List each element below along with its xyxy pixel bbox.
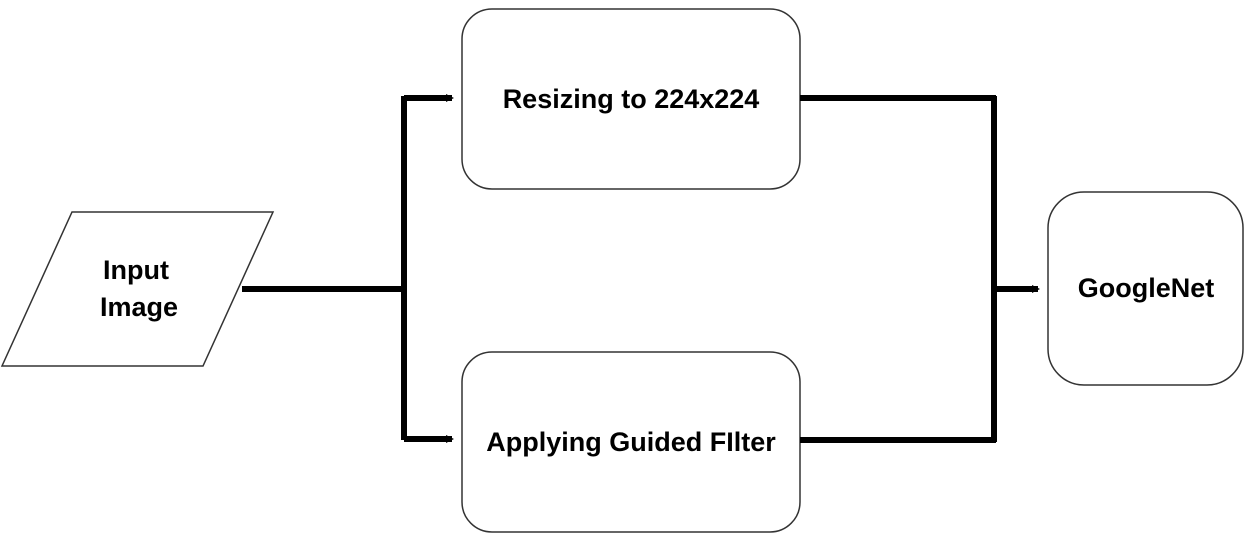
resize-node: Resizing to 224x224 <box>461 8 801 190</box>
googlenet-box <box>1047 191 1244 386</box>
googlenet-node: GoogleNet <box>1047 191 1244 386</box>
input-image-label-line1: Input <box>103 255 169 285</box>
connectors <box>242 94 1040 443</box>
input-image-node: Input Image <box>0 211 275 367</box>
input-image-shape <box>0 211 275 367</box>
input-image-label-line2: Image <box>100 292 178 322</box>
googlenet-label: GoogleNet <box>1078 273 1215 303</box>
guided-filter-node: Applying Guided FIlter <box>461 351 801 533</box>
resize-label: Resizing to 224x224 <box>503 84 760 114</box>
guided-filter-label: Applying Guided FIlter <box>486 427 776 457</box>
